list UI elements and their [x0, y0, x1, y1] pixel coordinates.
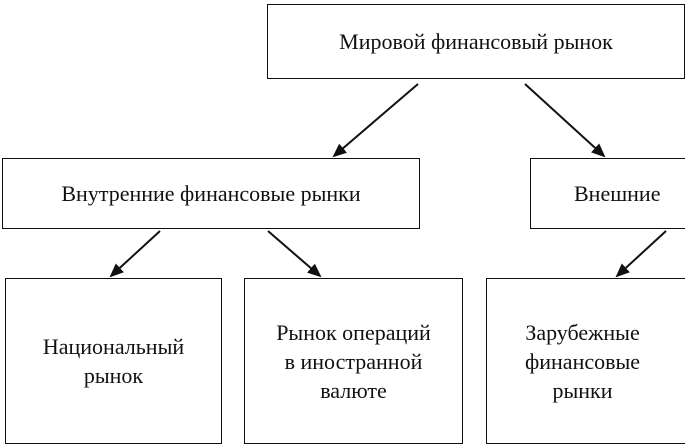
- node-label: Зарубежные финансовые рынки: [525, 319, 641, 403]
- node-national-market: Национальный рынок: [5, 278, 222, 444]
- arrow-internal-to-foreign-currency: [267, 230, 322, 278]
- node-label: Рынок операций в иностранной валюте: [276, 319, 431, 403]
- arrow-internal-to-national: [109, 230, 161, 278]
- node-label: Внутренние финансовые рынки: [61, 181, 361, 206]
- node-label: Внешние: [574, 181, 661, 206]
- node-label: Мировой финансовый рынок: [339, 29, 613, 54]
- node-label: Национальный рынок: [42, 334, 185, 388]
- node-foreign-currency-operations-market: Рынок операций в иностранной валюте: [244, 278, 463, 444]
- node-foreign-financial-markets: Зарубежные финансовые рынки: [486, 278, 685, 444]
- arrow-external-to-foreign-markets: [615, 230, 667, 278]
- node-internal-financial-markets: Внутренние финансовые рынки: [2, 158, 420, 229]
- node-external-markets: Внешние: [530, 158, 685, 229]
- node-world-financial-market: Мировой финансовый рынок: [267, 4, 685, 79]
- arrow-root-to-internal: [332, 83, 419, 158]
- arrow-root-to-external: [524, 83, 606, 158]
